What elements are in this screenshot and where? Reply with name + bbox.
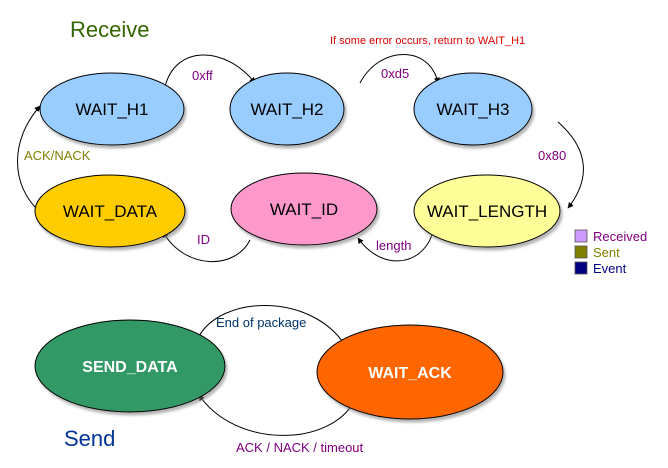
state-label-wait-h3: WAIT_H3 <box>436 100 509 119</box>
state-label-send-data: SEND_DATA <box>82 359 178 376</box>
edge-label-waitack-to-senddata: ACK / NACK / timeout <box>236 440 364 455</box>
state-wait-id: WAIT_ID <box>230 172 378 246</box>
edge-label-id-to-data: ID <box>197 232 210 247</box>
edge-label-data-to-h1: ACK/NACK <box>24 148 91 163</box>
edge-waitack-to-senddata <box>198 394 356 436</box>
state-wait-length: WAIT_LENGTH <box>413 174 561 248</box>
edge-label-length-to-id: length <box>376 238 411 253</box>
state-label-wait-id: WAIT_ID <box>270 200 338 219</box>
edge-data-to-h1 <box>17 105 41 213</box>
legend-item-sent: Sent <box>574 245 620 260</box>
edge-h1-to-h2 <box>164 54 256 88</box>
state-wait-h3: WAIT_H3 <box>413 72 533 146</box>
edge-label-h3-to-length: 0x80 <box>538 148 566 163</box>
receive-title: Receive <box>70 17 149 42</box>
edge-h3-to-length <box>557 121 584 209</box>
state-label-wait-h1: WAIT_H1 <box>75 100 148 119</box>
legend-item-received: Received <box>574 229 647 244</box>
state-label-wait-data: WAIT_DATA <box>63 202 158 221</box>
edge-senddata-to-waitack <box>197 305 346 346</box>
legend-swatch-received <box>574 229 588 243</box>
legend-item-event: Event <box>574 261 627 276</box>
edge-length-to-id <box>357 234 433 262</box>
legend-label-received: Received <box>593 229 647 244</box>
edge-label-h1-to-h2: 0xff <box>192 68 213 83</box>
legend-label-sent: Sent <box>593 245 620 260</box>
state-wait-h2: WAIT_H2 <box>229 72 345 146</box>
legend-swatch-event <box>574 261 588 275</box>
edge-id-to-data <box>162 231 251 262</box>
send-title: Send <box>64 426 115 451</box>
legend-label-event: Event <box>593 261 627 276</box>
state-wait-data: WAIT_DATA <box>34 174 186 248</box>
state-send-data: SEND_DATA <box>34 319 226 413</box>
state-label-wait-ack: WAIT_ACK <box>368 365 452 382</box>
legend: Received Sent Event <box>574 229 647 276</box>
edge-label-senddata-to-waitack: End of package <box>216 315 306 330</box>
state-wait-ack: WAIT_ACK <box>316 324 504 420</box>
state-label-wait-h2: WAIT_H2 <box>250 100 323 119</box>
state-wait-h1: WAIT_H1 <box>39 72 185 146</box>
state-label-wait-length: WAIT_LENGTH <box>427 202 547 221</box>
edge-label-h2-to-h3: 0xd5 <box>381 66 409 81</box>
legend-swatch-sent <box>574 245 588 259</box>
edge-h2-to-h3 <box>359 54 440 84</box>
error-note: If some error occurs, return to WAIT_H1 <box>330 35 525 47</box>
